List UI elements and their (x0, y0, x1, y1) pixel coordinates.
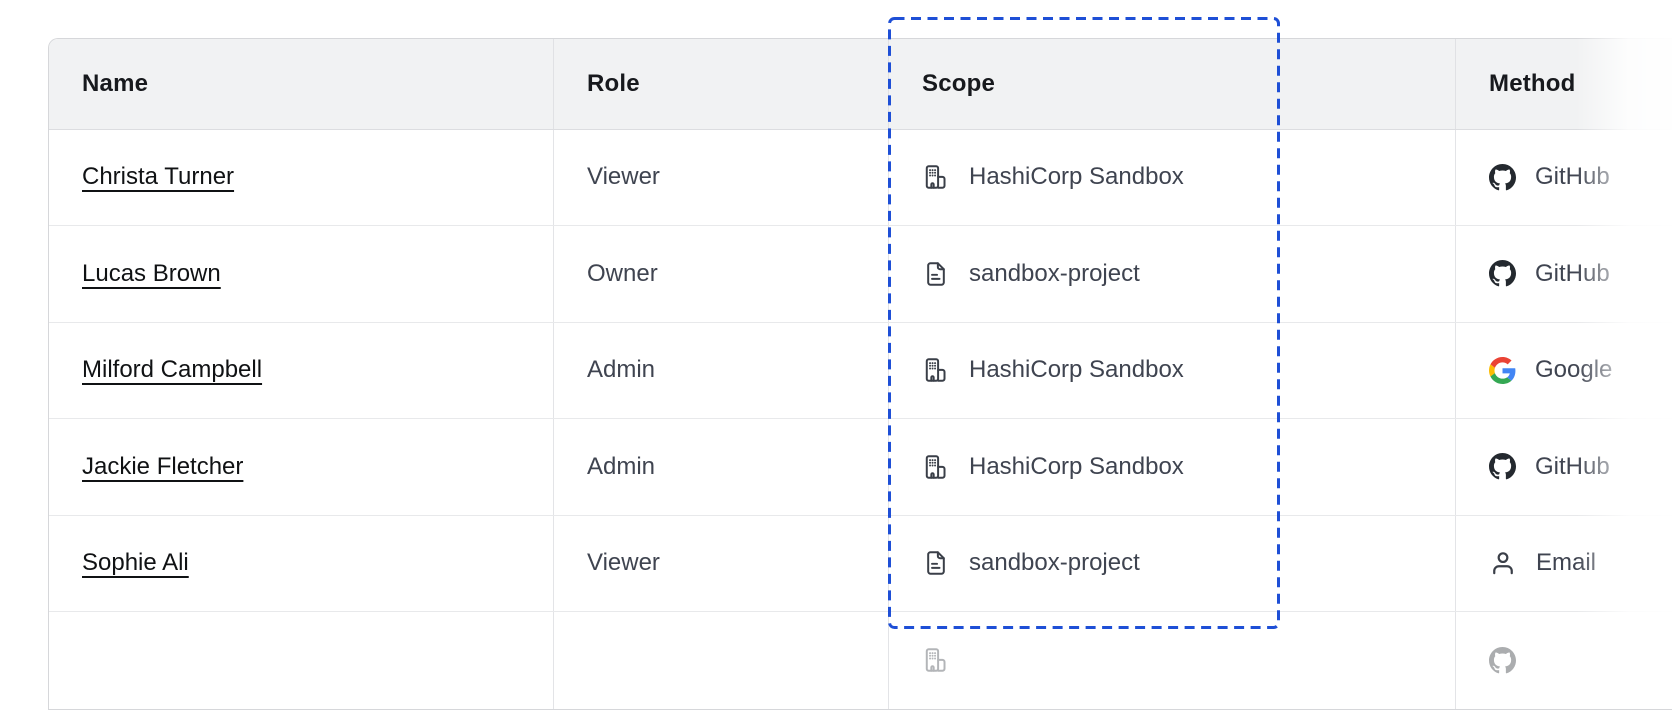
building-icon (922, 646, 950, 674)
table-row: Lucas Brown Owner sandbox-project GitHub (49, 226, 1672, 323)
scope-cell: sandbox-project (889, 226, 1456, 322)
role-text: Viewer (587, 549, 660, 577)
github-icon (1489, 646, 1516, 674)
role-cell: Viewer (554, 515, 889, 611)
table-row (49, 612, 1672, 709)
member-name-link[interactable]: Sophie Ali (82, 549, 189, 577)
header-cell-scope: Scope (889, 39, 1456, 129)
method-text: GitHub (1535, 452, 1610, 480)
scope-cell: sandbox-project (889, 515, 1456, 611)
column-header-name: Name (82, 69, 149, 97)
scope-text: sandbox-project (969, 549, 1140, 577)
name-cell: Lucas Brown (49, 226, 554, 322)
document-icon (922, 260, 950, 288)
method-cell: GitHub (1456, 130, 1672, 226)
role-text: Admin (587, 452, 656, 480)
role-text: Owner (587, 259, 658, 287)
member-name-link[interactable]: Christa Turner (82, 163, 235, 191)
scope-cell: HashiCorp Sandbox (889, 419, 1456, 515)
method-text: Google (1535, 356, 1613, 384)
role-cell: Owner (554, 226, 889, 322)
method-cell: GitHub (1456, 226, 1672, 322)
method-cell (1456, 612, 1672, 709)
method-cell: GitHub (1456, 419, 1672, 515)
google-icon (1489, 356, 1516, 384)
header-cell-role: Role (554, 39, 889, 129)
table-row: Milford Campbell Admin HashiCorp Sandbox… (49, 322, 1672, 419)
header-cell-name: Name (49, 39, 554, 129)
members-table: Name Role Scope Method Christa Turner Vi… (48, 38, 1672, 710)
person-icon (1489, 549, 1517, 577)
column-header-scope: Scope (922, 69, 996, 97)
table-row: Jackie Fletcher Admin HashiCorp Sandbox … (49, 419, 1672, 516)
method-text: Email (1536, 549, 1597, 577)
name-cell (49, 612, 554, 709)
building-icon (922, 453, 950, 481)
role-cell: Admin (554, 322, 889, 418)
scope-cell: HashiCorp Sandbox (889, 129, 1456, 225)
scope-text: HashiCorp Sandbox (969, 356, 1184, 384)
member-name-link[interactable]: Lucas Brown (82, 259, 221, 287)
column-header-method: Method (1489, 69, 1576, 97)
member-name-link[interactable]: Jackie Fletcher (82, 452, 244, 480)
name-cell: Jackie Fletcher (49, 419, 554, 515)
scope-cell (889, 612, 1456, 709)
github-icon (1489, 453, 1516, 480)
name-cell: Milford Campbell (49, 322, 554, 418)
building-icon (922, 356, 950, 384)
role-cell: Admin (554, 419, 889, 515)
method-cell: Email (1456, 516, 1672, 612)
table-body: Christa Turner Viewer HashiCorp Sandbox … (49, 129, 1672, 709)
scope-text: HashiCorp Sandbox (969, 163, 1184, 191)
role-text: Admin (587, 356, 656, 384)
method-text: GitHub (1535, 163, 1610, 191)
name-cell: Sophie Ali (49, 515, 554, 611)
scope-cell: HashiCorp Sandbox (889, 322, 1456, 418)
member-name-link[interactable]: Milford Campbell (82, 356, 263, 384)
table-header-row: Name Role Scope Method (49, 39, 1672, 130)
role-cell (554, 612, 889, 709)
method-text: GitHub (1535, 259, 1610, 287)
table-row: Christa Turner Viewer HashiCorp Sandbox … (49, 129, 1672, 226)
github-icon (1489, 260, 1516, 287)
role-cell: Viewer (554, 129, 889, 225)
role-text: Viewer (587, 163, 660, 191)
table-row: Sophie Ali Viewer sandbox-project Email (49, 515, 1672, 612)
scope-text: HashiCorp Sandbox (969, 452, 1184, 480)
scope-text: sandbox-project (969, 259, 1140, 287)
building-icon (922, 163, 950, 191)
column-header-role: Role (587, 69, 640, 97)
name-cell: Christa Turner (49, 129, 554, 225)
github-icon (1489, 163, 1516, 191)
method-cell: Google (1456, 323, 1672, 419)
header-cell-method: Method (1456, 39, 1672, 129)
document-icon (922, 549, 950, 577)
